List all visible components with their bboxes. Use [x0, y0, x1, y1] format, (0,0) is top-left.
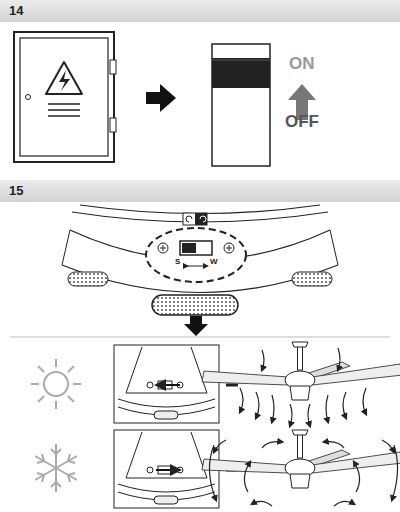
off-label: OFF [285, 112, 319, 132]
step-number: 15 [9, 183, 23, 198]
section-band: 15 [0, 180, 400, 202]
on-label: ON [289, 54, 315, 74]
step-number: 14 [9, 3, 23, 18]
section-band: 14 [0, 0, 400, 22]
switch-label: W [210, 257, 218, 266]
switch-label: S [175, 257, 180, 266]
